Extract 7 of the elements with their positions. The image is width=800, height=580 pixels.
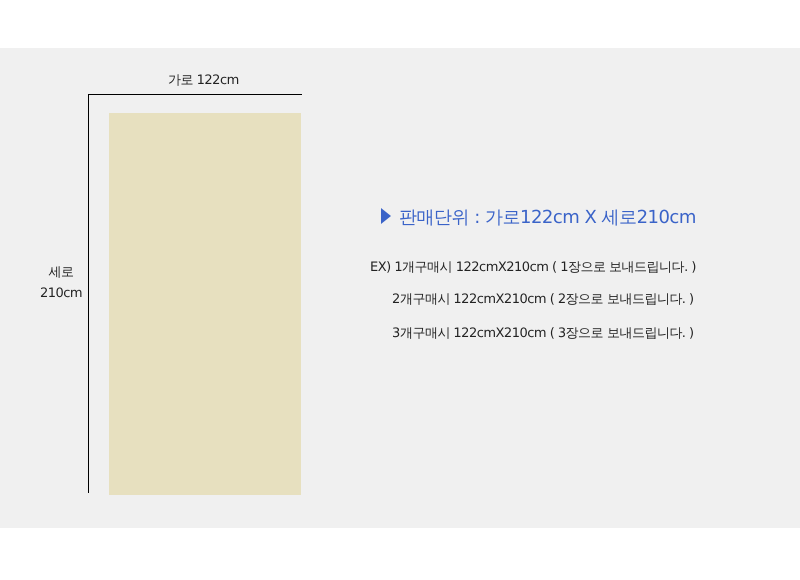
example-line: 3개구매시 122cmX210cm ( 3장으로 보내드립니다. ) — [392, 325, 694, 342]
example-line: 2개구매시 122cmX210cm ( 2장으로 보내드립니다. ) — [392, 291, 694, 308]
dimension-label: 가로 122cm — [168, 72, 239, 89]
heading: 판매단위 : 가로122cm X 세로210cm — [399, 206, 696, 229]
product-sheet — [109, 113, 301, 495]
example-line: EX) 1개구매시 122cmX210cm ( 1장으로 보내드립니다. ) — [370, 259, 696, 276]
dimension-label: 세로 210cm — [38, 264, 84, 303]
